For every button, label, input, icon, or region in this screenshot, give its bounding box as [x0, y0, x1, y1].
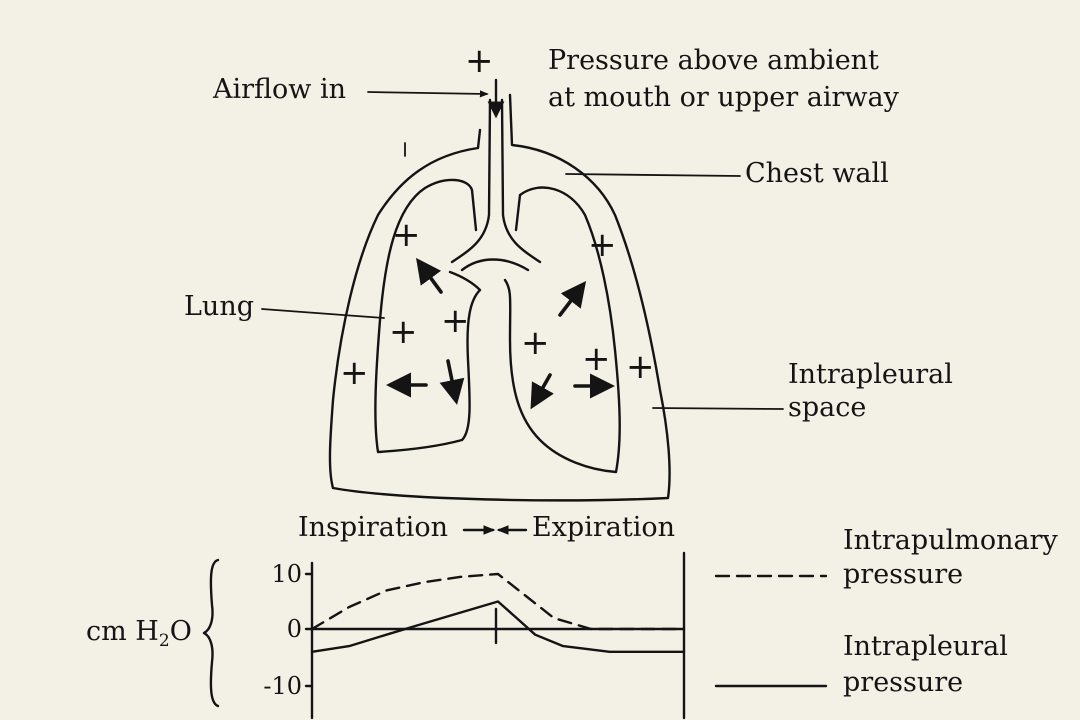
trachea-right-wall	[500, 98, 542, 264]
intrapleural-space-label-line1: Intrapleural	[788, 359, 953, 390]
lung-illustration	[328, 93, 671, 502]
arrow-up-left	[416, 257, 443, 294]
plus-sign: +	[521, 323, 550, 363]
plus-sign: +	[582, 339, 611, 379]
y-tick-label: 10	[271, 560, 302, 588]
pressure-label-line1: Pressure above ambient	[548, 45, 879, 76]
intrapleural-pressure-line	[310, 600, 686, 653]
lung-label: Lung	[184, 291, 254, 322]
plus-sign: +	[389, 312, 418, 352]
plus-sign: +	[392, 215, 421, 255]
right-lung-outline	[503, 186, 621, 474]
airflow-in-label: Airflow in	[212, 74, 346, 105]
chest-wall-label: Chest wall	[745, 158, 889, 189]
plus-sign: +	[626, 347, 655, 387]
y-tick-label: -10	[263, 672, 302, 700]
plus-sign: +	[441, 301, 470, 341]
chest-wall-outline	[328, 93, 671, 502]
chest-wall-leader	[565, 173, 741, 177]
chart-legend: Intrapulmonary pressure Intrapleural pre…	[714, 525, 1058, 698]
intrapleural-space-leader	[652, 407, 784, 410]
left-lung-outline	[374, 178, 482, 454]
pressure-plus-signs: + + + + + + + + +	[340, 41, 655, 393]
legend-intrapulmonary-line2: pressure	[843, 559, 963, 590]
pressure-chart: cm H2O 10 0 -10	[86, 551, 686, 720]
expiration-label: Expiration	[532, 512, 675, 543]
arrow-up-right	[558, 281, 587, 317]
legend-intrapulmonary-line1: Intrapulmonary	[843, 525, 1058, 556]
arrow-down-left	[530, 373, 554, 410]
pressure-label-line2: at mouth or upper airway	[548, 82, 900, 113]
lung-leader	[261, 308, 385, 319]
carina	[460, 258, 530, 272]
legend-intrapleural-line2: pressure	[843, 667, 963, 698]
intrapleural-space-label-line2: space	[788, 392, 866, 423]
airflow-arrows	[385, 257, 616, 410]
legend-intrapleural-line1: Intrapleural	[843, 631, 1008, 662]
intrapulmonary-pressure-line	[310, 572, 686, 631]
y-tick-label: 0	[287, 615, 302, 643]
trachea-left-wall	[450, 98, 492, 264]
inspiration-label: Inspiration	[298, 512, 448, 543]
y-axis-unit-label: cm H2O	[86, 616, 192, 651]
plus-sign: +	[340, 353, 369, 393]
plus-sign-mouth: +	[465, 41, 494, 81]
airflow-in-leader	[367, 90, 489, 98]
arrow-down	[439, 359, 465, 405]
plus-sign: +	[588, 225, 617, 265]
y-axis-brace	[202, 558, 220, 708]
